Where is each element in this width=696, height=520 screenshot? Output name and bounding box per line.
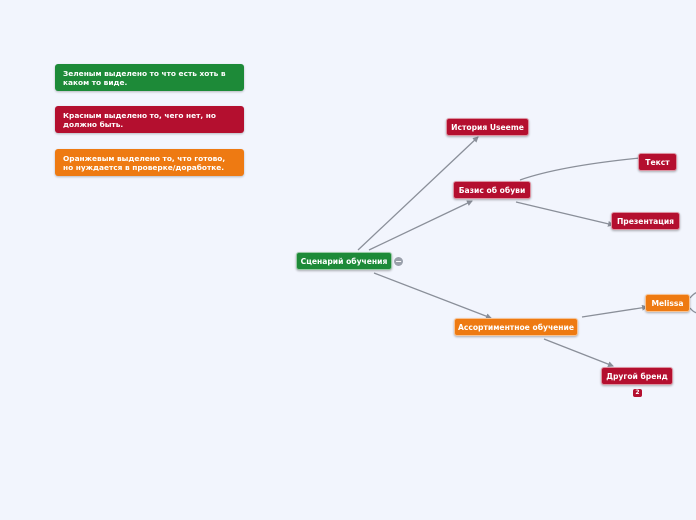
link-root-history xyxy=(357,136,479,251)
node-text-label: Текст xyxy=(645,157,670,167)
node-shoes[interactable]: Базис об обуви xyxy=(453,181,531,199)
minus-icon[interactable]: − xyxy=(394,257,403,266)
link-shoes-text xyxy=(519,157,641,181)
link-root-shoes xyxy=(368,200,473,251)
legend-note-red-text: Красным выделено то, чего нет, но должно… xyxy=(63,111,216,129)
node-root-label: Сценарий обучения xyxy=(300,256,388,266)
node-assortment[interactable]: Ассортиментное обучение xyxy=(454,318,578,336)
node-presentation-label: Презентация xyxy=(616,216,675,226)
legend-note-green: Зеленым выделено то что есть хоть в како… xyxy=(55,64,244,91)
link-melissa-offscreen-2 xyxy=(689,307,696,314)
node-presentation[interactable]: Презентация xyxy=(611,212,680,230)
node-assortment-label: Ассортиментное обучение xyxy=(457,322,575,332)
node-other-brand-label: Другой бренд xyxy=(606,371,668,381)
node-melissa[interactable]: Melissa xyxy=(645,294,690,312)
legend-note-orange: Оранжевым выделено то, что готово, но ну… xyxy=(55,149,244,176)
legend-note-orange-text: Оранжевым выделено то, что готово, но ну… xyxy=(63,154,226,172)
node-text[interactable]: Текст xyxy=(638,153,677,171)
node-history[interactable]: История Useeme xyxy=(446,118,529,136)
node-root[interactable]: Сценарий обучения xyxy=(296,252,392,270)
link-shoes-presentation xyxy=(515,201,614,227)
count-badge: 2 xyxy=(633,389,642,397)
node-other-brand[interactable]: Другой бренд xyxy=(601,367,673,385)
legend-note-red: Красным выделено то, чего нет, но должно… xyxy=(55,106,244,133)
link-melissa-offscreen xyxy=(689,292,696,299)
link-root-assortment xyxy=(373,272,492,320)
node-melissa-label: Melissa xyxy=(651,298,684,308)
node-shoes-label: Базис об обуви xyxy=(458,185,526,195)
link-assortment-melissa xyxy=(581,304,648,318)
node-history-label: История Useeme xyxy=(451,122,524,132)
legend-note-green-text: Зеленым выделено то что есть хоть в како… xyxy=(63,69,226,87)
link-assortment-otherbrand xyxy=(543,338,614,367)
